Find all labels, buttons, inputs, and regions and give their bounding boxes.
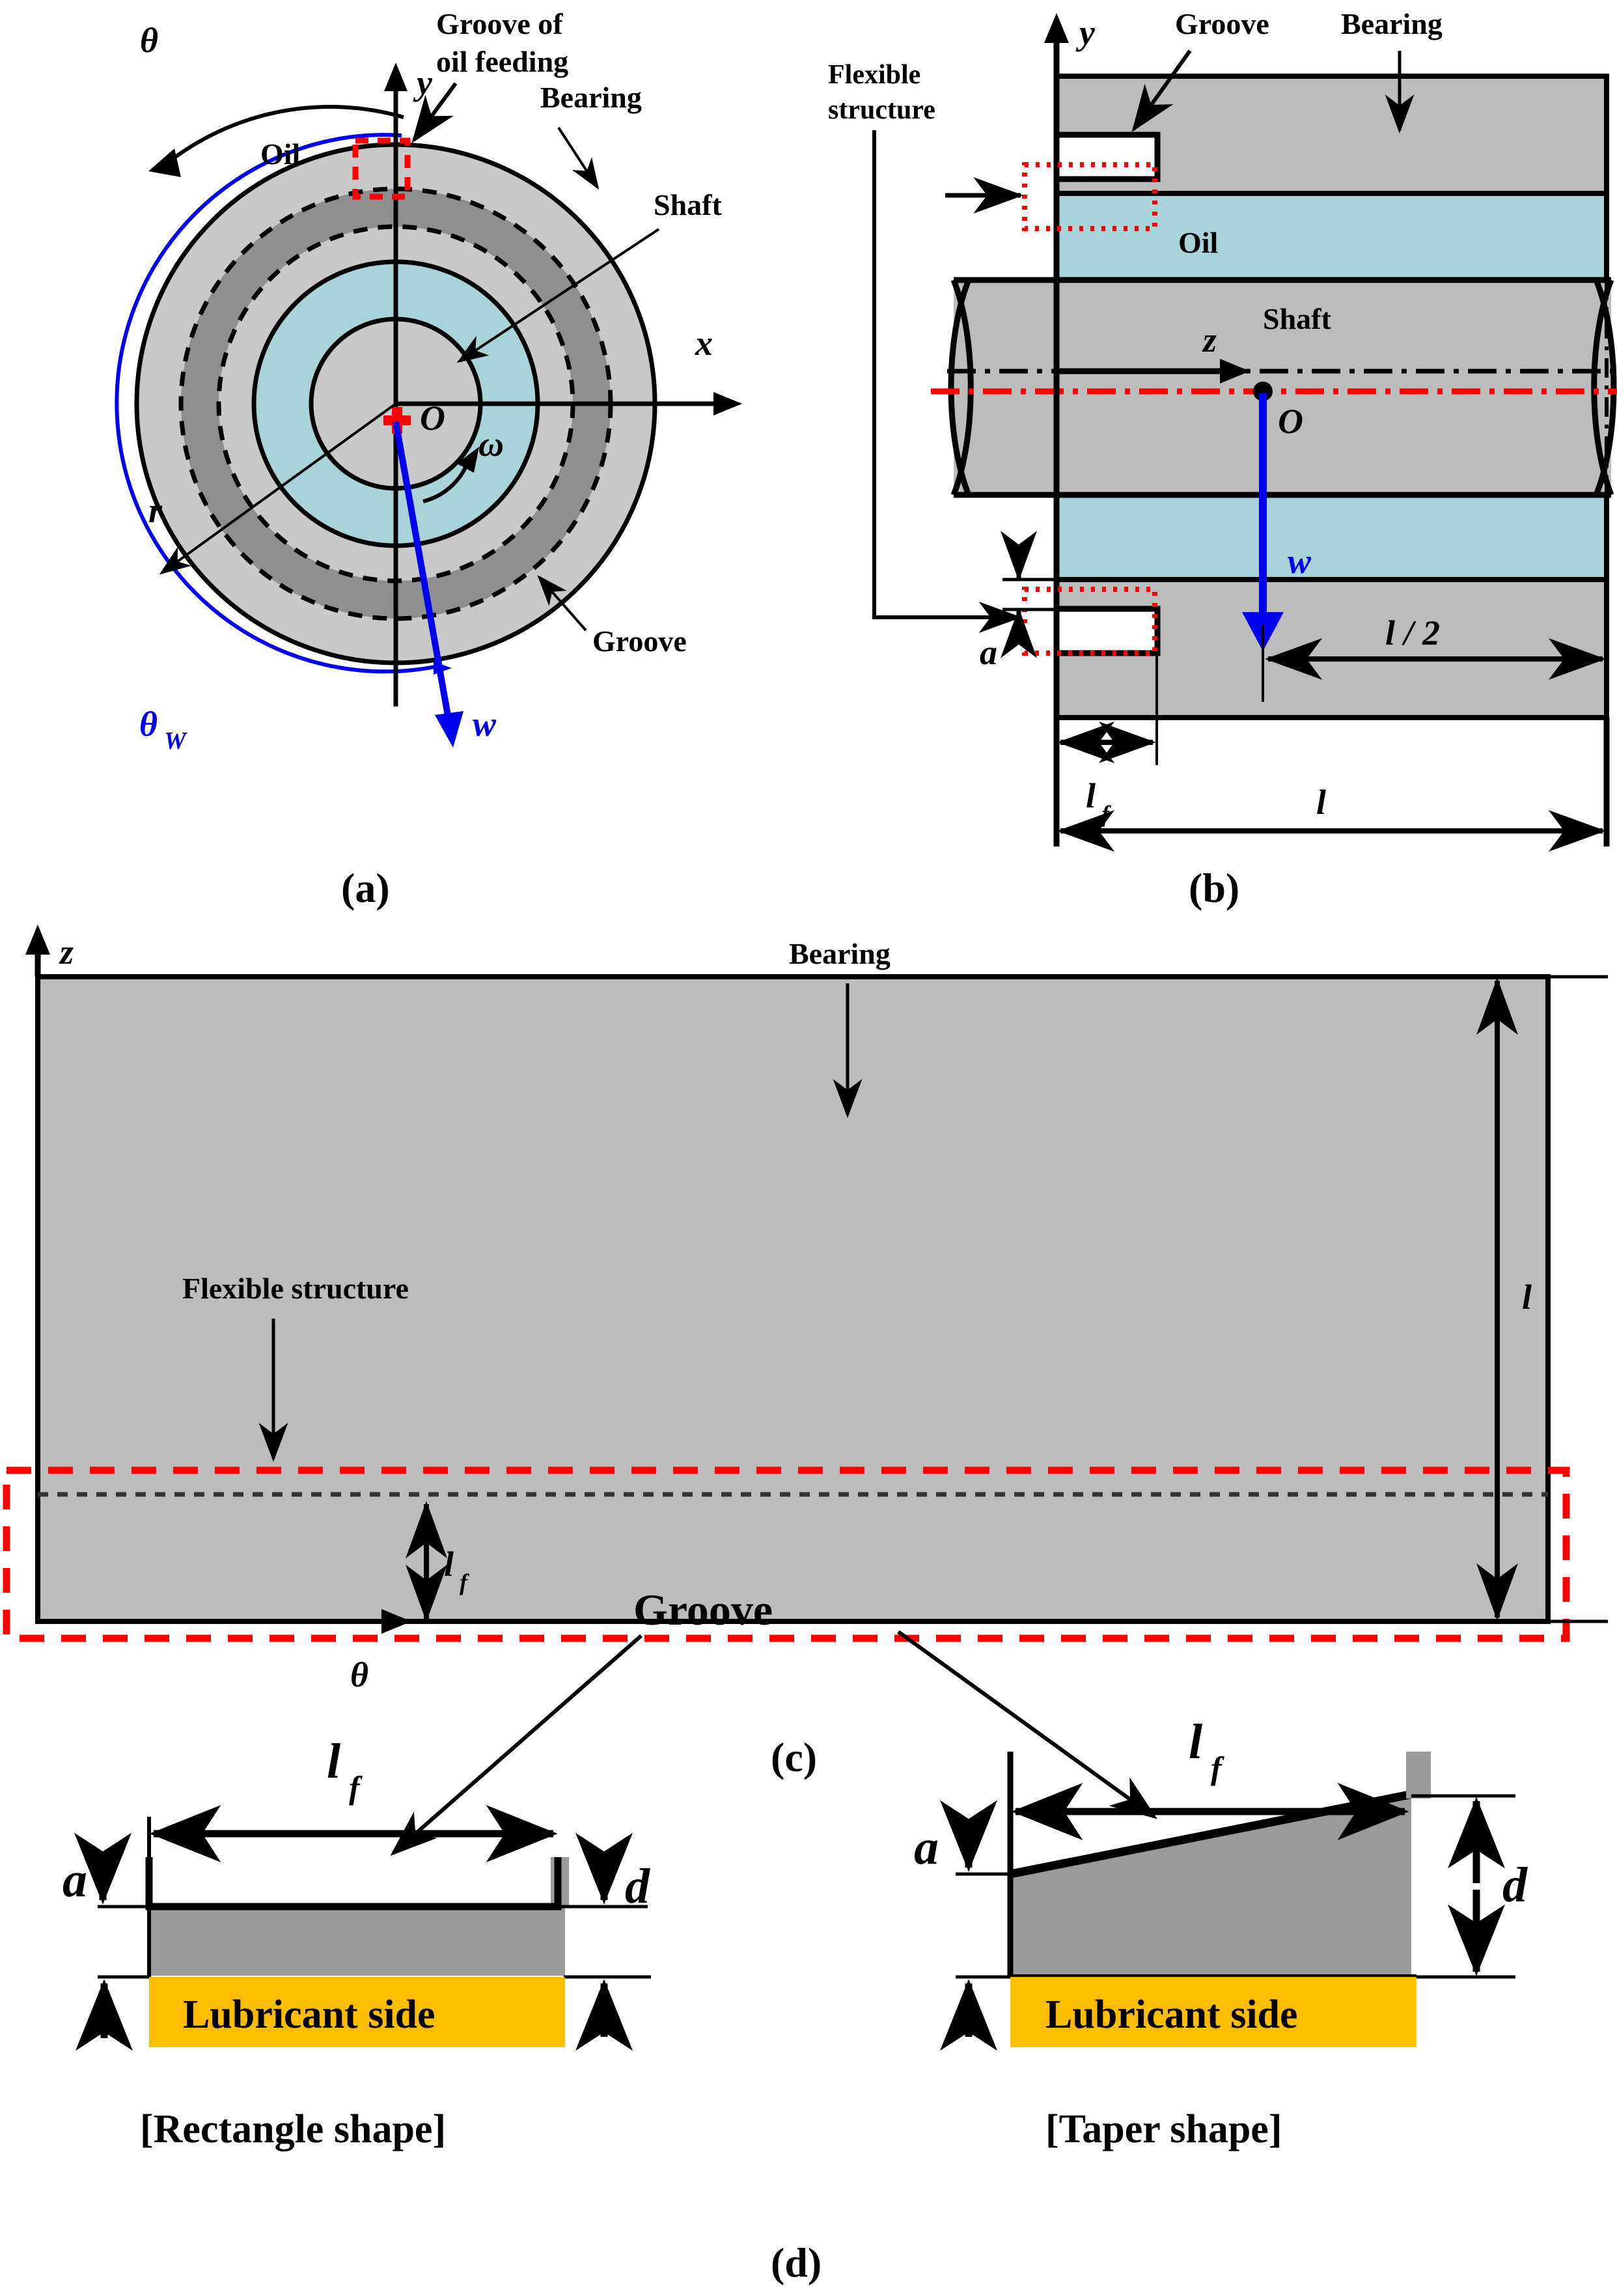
shaft-label-a: Shaft xyxy=(654,188,722,221)
theta-label: θ xyxy=(140,21,158,60)
rect-lubricant-label: Lubricant side xyxy=(183,1993,435,2037)
groove-leader-d-right xyxy=(897,1630,1157,1819)
rect-dim-a-label: a xyxy=(62,1853,87,1907)
groove-oil-feeding-leader xyxy=(411,82,458,143)
groove-lower-cavity xyxy=(1053,606,1161,656)
omega-label: ω xyxy=(478,425,504,464)
theta-arc-arrowhead xyxy=(148,148,181,177)
load-label-a: w xyxy=(473,705,497,744)
rect-groove-outline xyxy=(145,1857,562,1911)
groove-label-d: Groove xyxy=(633,1585,773,1634)
rect-dim-lf-label: l xyxy=(327,1734,340,1789)
panel-a: θ θ W y x O r ω w Groove of oil xyxy=(115,7,742,911)
dim-l-label-b: l xyxy=(1316,783,1326,822)
taper-groove-body xyxy=(1010,1795,1411,1977)
panel-b: z y O w Flexible structure Groove Bearin… xyxy=(828,7,1617,911)
taper-groove-lip xyxy=(1406,1752,1431,1799)
taper-dim-d-label: d xyxy=(1502,1858,1528,1912)
oil-lower-layer xyxy=(1054,491,1609,582)
dim-half-l-label-b: l / 2 xyxy=(1385,613,1440,652)
flexible-structure-band-c xyxy=(3,1466,1570,1642)
taper-dim-a-label: a xyxy=(914,1820,939,1875)
groove-leader-a xyxy=(537,574,587,632)
bearing-label-c: Bearing xyxy=(789,937,891,970)
oil-upper-layer xyxy=(1054,191,1609,286)
origin-dot-b xyxy=(1253,382,1273,401)
load-vector-arrowhead-a xyxy=(435,711,463,748)
flexible-structure-leader-lower xyxy=(872,130,1022,633)
bearing-unwrapped-rect xyxy=(35,974,1551,1624)
theta-w-label: θ xyxy=(139,705,158,744)
dim-lf-sublabel-c: f xyxy=(460,1569,469,1595)
shaft-label-b: Shaft xyxy=(1263,302,1331,335)
theta-arc xyxy=(165,105,404,166)
axis-x-arrowhead-a xyxy=(713,392,742,415)
load-label-b: w xyxy=(1288,542,1312,581)
axis-y-label-a: y xyxy=(413,63,433,102)
rect-lubricant-bar xyxy=(149,1977,565,2047)
oil-label-a: Oil xyxy=(260,137,300,171)
dim-l-label-c: l xyxy=(1522,1278,1532,1317)
groove-label-b: Groove xyxy=(1175,7,1269,40)
groove-leader-d-left xyxy=(390,1634,643,1856)
rect-dim-lf-sublabel: f xyxy=(349,1769,363,1806)
dim-lf-label-b: l xyxy=(1086,776,1096,815)
taper-shape-variant: Lubricant side l f a d [Taper shape] xyxy=(914,1715,1528,2151)
origin-label-b: O xyxy=(1278,402,1303,441)
dim-lf-label-c: l xyxy=(444,1545,454,1584)
taper-shape-title: [Taper shape] xyxy=(1045,2107,1282,2151)
groove-oil-feeding-label-line1: Groove of xyxy=(436,7,563,40)
taper-lubricant-label: Lubricant side xyxy=(1045,1993,1298,2037)
axis-y-arrowhead-a xyxy=(384,63,408,91)
dim-lf-sublabel-b: f xyxy=(1101,801,1111,827)
rect-dim-d-label: d xyxy=(625,1859,650,1914)
groove-oil-feeding-label-line2: oil feeding xyxy=(436,45,568,78)
oil-feeding-groove-box xyxy=(352,137,411,200)
taper-lubricant-bar xyxy=(1010,1977,1417,2047)
caption-d: (d) xyxy=(771,2239,822,2286)
bearing-label-b: Bearing xyxy=(1341,7,1443,40)
taper-dim-lf-label: l xyxy=(1189,1715,1202,1769)
load-vector-a xyxy=(393,421,452,723)
flexible-structure-label-b-line1: Flexible xyxy=(828,60,920,90)
axis-z-label-b: z xyxy=(1202,320,1217,359)
axis-y-label-b: y xyxy=(1075,13,1096,52)
flexible-structure-label-c: Flexible structure xyxy=(182,1272,409,1305)
omega-arrowhead xyxy=(457,447,479,473)
radius-label: r xyxy=(148,491,163,530)
taper-dim-lf-sublabel: f xyxy=(1211,1750,1224,1786)
axis-z-label-c: z xyxy=(59,932,74,972)
dim-a-label-b: a xyxy=(980,633,997,672)
groove-upper-cavity xyxy=(1053,132,1161,182)
radius-leader-line xyxy=(159,402,397,575)
axis-theta-arrowhead-c xyxy=(381,1609,411,1634)
panel-d: Groove Lubricant side l f xyxy=(62,1585,1528,2286)
shaft-body-b xyxy=(948,277,1617,498)
bearing-leader-a xyxy=(557,126,600,190)
rectangle-shape-variant: Lubricant side l f a d [Rectangle shape] xyxy=(62,1734,651,2151)
axis-y-arrowhead-b xyxy=(1044,13,1069,43)
rect-groove-land xyxy=(149,1904,565,1976)
origin-label-a: O xyxy=(420,399,445,438)
axis-theta-label-c: θ xyxy=(350,1655,368,1694)
caption-b: (b) xyxy=(1189,865,1239,911)
axis-z-arrowhead-b xyxy=(1220,359,1250,384)
oil-label-b: Oil xyxy=(1178,226,1218,259)
caption-a: (a) xyxy=(341,865,390,911)
bearing-label-a: Bearing xyxy=(540,81,642,114)
shaft-leader-a xyxy=(456,228,660,363)
groove-leader-b xyxy=(1131,49,1192,132)
axis-z-arrowhead-c xyxy=(25,925,50,955)
flexible-structure-label-b-line2: structure xyxy=(828,95,935,125)
panel-c: z θ Bearing Flexible structure l f l (c) xyxy=(3,925,1608,1780)
theta-w-sublabel: W xyxy=(164,727,188,755)
flexible-structure-box-upper xyxy=(1022,162,1157,231)
groove-label-a: Groove xyxy=(592,624,687,658)
caption-c: (c) xyxy=(771,1734,817,1780)
rect-shape-title: [Rectangle shape] xyxy=(140,2107,446,2151)
axis-x-label-a: x xyxy=(695,324,713,363)
theta-w-arc xyxy=(115,133,442,674)
